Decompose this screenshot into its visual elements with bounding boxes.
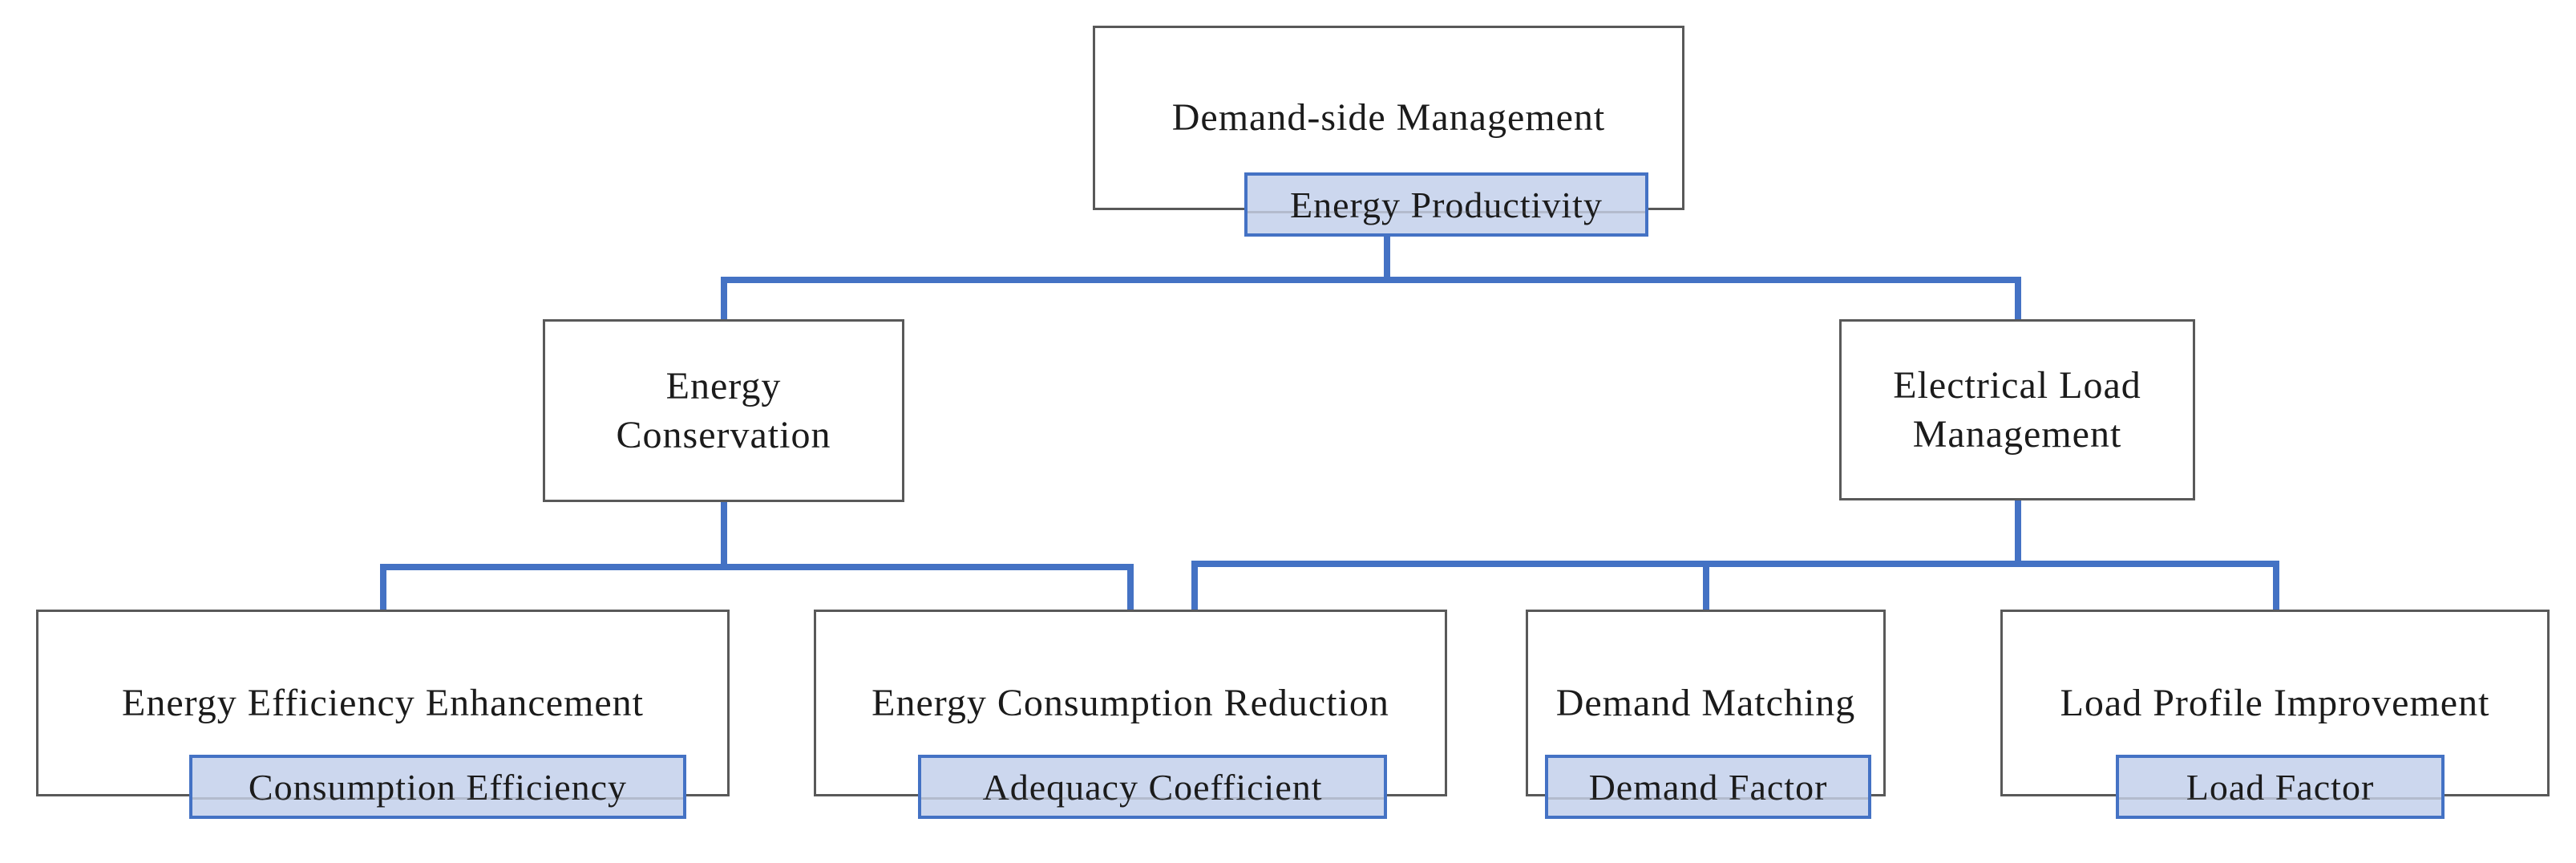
node-label: Demand-side Management: [1171, 96, 1606, 140]
node-label: Energy Efficiency Enhancement: [122, 681, 644, 724]
connector-level2-rail: [721, 277, 2021, 319]
connector-elm-rail: [1191, 561, 2279, 610]
node-energy-conservation: Energy Conservation: [543, 319, 904, 502]
node-label: Energy Conservation: [616, 364, 831, 456]
metric-demand-factor: Demand Factor: [1545, 755, 1871, 819]
metric-consumption-efficiency: Consumption Efficiency: [189, 755, 686, 819]
metric-label: Load Factor: [2186, 766, 2375, 808]
node-label: Load Profile Improvement: [2060, 681, 2490, 724]
metric-label: Energy Productivity: [1290, 184, 1603, 225]
metric-load-factor: Load Factor: [2116, 755, 2445, 819]
connector-ec-rail: [380, 564, 1134, 610]
metric-label: Adequacy Coefficient: [982, 766, 1323, 808]
node-label: Demand Matching: [1555, 681, 1856, 724]
metric-energy-productivity: Energy Productivity: [1244, 172, 1648, 237]
node-label: Energy Consumption Reduction: [871, 681, 1389, 724]
node-electrical-load-management: Electrical Load Management: [1839, 319, 2195, 500]
metric-adequacy-coefficient: Adequacy Coefficient: [918, 755, 1387, 819]
metric-label: Consumption Efficiency: [248, 766, 628, 808]
metric-label: Demand Factor: [1588, 766, 1828, 808]
node-label: Electrical Load Management: [1893, 363, 2141, 456]
